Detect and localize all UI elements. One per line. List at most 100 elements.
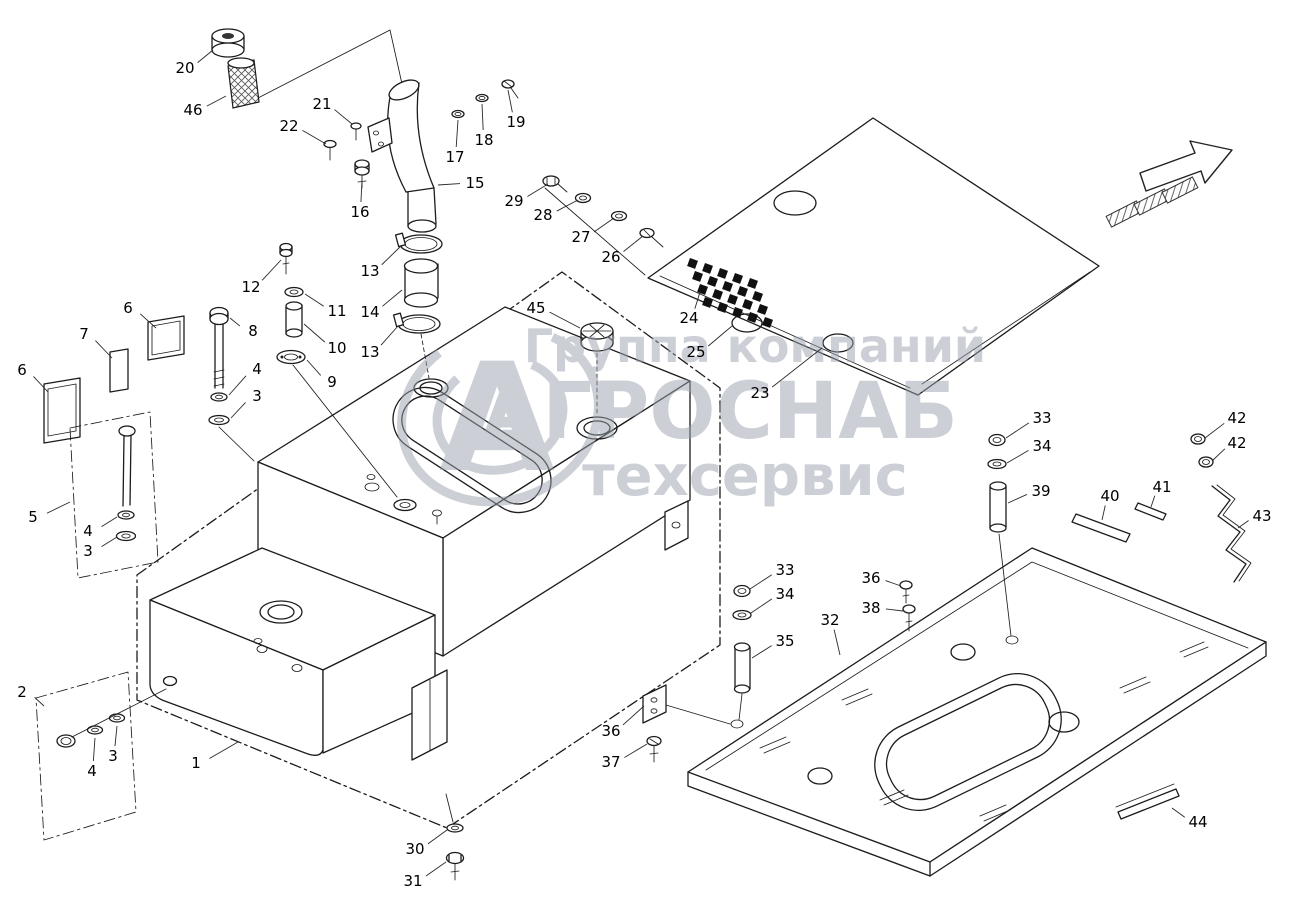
leader-line-4 [92, 737, 96, 762]
clamp-plate-36-37 [642, 684, 731, 763]
spacer-kit-center [732, 584, 752, 721]
part-number-3: 3 [108, 747, 118, 765]
leader-line-21 [334, 109, 353, 125]
part-number-2: 2 [17, 683, 27, 701]
bottom-guard-panel [687, 547, 1267, 877]
direction-arrow-icon [1105, 140, 1233, 228]
leader-line-17 [455, 119, 459, 148]
strip-41 [1134, 502, 1167, 521]
watermark-line-1: Группа компаний [524, 319, 986, 373]
perforation-hole [722, 281, 733, 292]
leader-line-41 [1150, 495, 1156, 508]
leader-line-8 [229, 317, 241, 327]
filler-neck-parts [276, 242, 398, 498]
leader-line-34 [1006, 449, 1029, 464]
part-number-21: 21 [312, 95, 331, 113]
leader-line-46 [206, 95, 227, 107]
hose-clamp-bottom [392, 312, 441, 379]
perforation-hole [717, 301, 728, 313]
strip-44 [1115, 783, 1180, 820]
perforation-grid [687, 257, 773, 328]
fuel-tank-body [149, 306, 691, 761]
part-number-45: 45 [526, 299, 545, 317]
leader-line-25 [707, 325, 733, 347]
part-number-40: 40 [1100, 487, 1119, 505]
perforation-hole [712, 288, 723, 300]
perforation-hole [742, 298, 753, 310]
perforation-hole [727, 294, 738, 305]
leader-line-12 [261, 259, 282, 281]
part-number-7: 7 [79, 325, 89, 343]
leader-line-15 [437, 183, 461, 186]
perforation-hole [692, 270, 703, 282]
part-number-23: 23 [750, 384, 769, 402]
part-number-28: 28 [533, 206, 552, 224]
part-number-10: 10 [327, 339, 346, 357]
part-number-13: 13 [360, 262, 379, 280]
part-number-12: 12 [241, 278, 260, 296]
part-number-29: 29 [504, 192, 523, 210]
leader-line-18 [481, 103, 484, 131]
part-number-39: 39 [1031, 482, 1050, 500]
part-number-36: 36 [861, 569, 880, 587]
part-number-43: 43 [1252, 507, 1271, 525]
rubber-pads [43, 315, 185, 444]
leader-line-1 [209, 741, 239, 759]
leader-line-7 [95, 340, 113, 359]
tank-dashed-outline [136, 271, 721, 829]
part-number-41: 41 [1152, 478, 1171, 496]
part-number-35: 35 [775, 632, 794, 650]
part-number-11: 11 [327, 302, 346, 320]
leader-line-5 [46, 501, 71, 514]
part-number-16: 16 [350, 203, 369, 221]
leader-line-2 [34, 697, 45, 707]
part-number-18: 18 [474, 131, 493, 149]
leader-line-36 [885, 580, 902, 587]
leader-line-35 [751, 645, 772, 659]
part-number-24: 24 [679, 309, 698, 327]
leader-line-42 [1211, 448, 1226, 462]
strip-40 [1071, 513, 1131, 543]
leader-line-37 [624, 743, 648, 758]
leader-line-10 [303, 323, 326, 343]
part-number-38: 38 [861, 599, 880, 617]
part-number-15: 15 [465, 174, 484, 192]
part-number-46: 46 [183, 101, 202, 119]
part-number-4: 4 [87, 762, 97, 780]
part-number-33: 33 [1032, 409, 1051, 427]
leader-line-16 [360, 179, 363, 203]
fastener-kit-2 [35, 671, 167, 841]
leader-line-36 [622, 705, 645, 726]
leader-line-14 [382, 289, 403, 307]
part-number-4: 4 [83, 522, 93, 540]
part-number-44: 44 [1188, 813, 1207, 831]
leader-line-3 [230, 402, 246, 419]
filler-tube-part [367, 79, 437, 233]
part-number-25: 25 [686, 343, 705, 361]
perforation-hole [732, 307, 743, 318]
part-number-34: 34 [775, 585, 794, 603]
watermark-line-2: АГРОСНАБ [482, 367, 958, 457]
top-cover-panel [647, 117, 1100, 396]
leader-line-24 [694, 291, 701, 309]
leader-line-40 [1101, 505, 1106, 521]
part-number-3: 3 [252, 387, 262, 405]
leader-line-33 [749, 574, 773, 590]
watermark-line-3: техсервис [582, 444, 908, 509]
leader-line-4 [228, 375, 247, 396]
perforation-hole [747, 311, 758, 323]
leader-line-23 [771, 347, 823, 388]
filler-cap-part [211, 28, 245, 58]
watermark: А Группа компаний АГРОСНАБ техсервис [397, 319, 986, 509]
leader-line-43 [1237, 520, 1249, 529]
part-number-5: 5 [28, 508, 38, 526]
leader-line-28 [556, 199, 579, 212]
part-number-34: 34 [1032, 437, 1051, 455]
part-number-31: 31 [403, 872, 422, 890]
leader-line-13 [380, 325, 399, 346]
part-number-13: 13 [360, 343, 379, 361]
part-number-37: 37 [601, 753, 620, 771]
